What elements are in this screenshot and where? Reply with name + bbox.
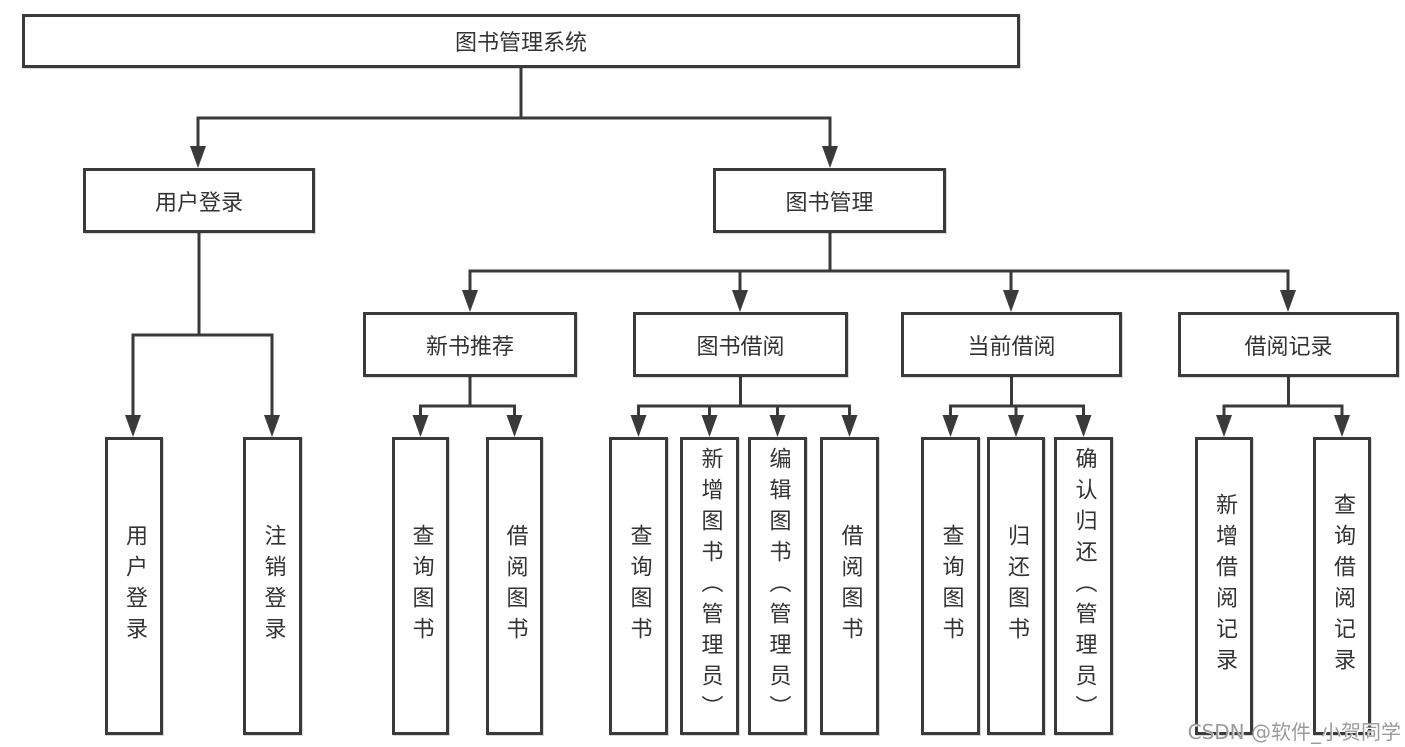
leaf-return-book: 归还图书 [987, 437, 1045, 735]
leaf-query-book-2-label: 查询图书 [626, 524, 652, 648]
arrowhead [1216, 415, 1232, 437]
leaf-query-borrow-record-label: 查询借阅记录 [1330, 493, 1355, 679]
arrowhead [1075, 415, 1092, 437]
arrowhead [506, 415, 523, 437]
leaf-add-borrow-record-label: 新增借阅记录 [1212, 493, 1237, 679]
leaf-add-book-admin-label: 新增图书（管理员） [697, 446, 723, 726]
node-book-borrow: 图书借阅 [633, 312, 848, 377]
leaf-add-borrow-record: 新增借阅记录 [1195, 437, 1253, 735]
node-root-label: 图书管理系统 [454, 31, 587, 56]
arrowhead [412, 415, 429, 437]
edge-borrow-records-split [1222, 377, 1344, 416]
csdn-watermark: CSDN @软件_小贺同学 [1187, 720, 1401, 744]
leaf-logout: 注销登录 [243, 437, 302, 735]
arrowhead [462, 290, 478, 312]
edge-root-to-level2 [196, 68, 832, 147]
node-root-system: 图书管理系统 [22, 14, 1020, 68]
edge-current-borrow-split [949, 377, 1085, 416]
node-book-management: 图书管理 [713, 168, 946, 233]
leaf-query-book-3: 查询图书 [921, 437, 980, 735]
leaf-confirm-return-admin-label: 确认归还（管理员） [1071, 446, 1097, 726]
node-new-book-recommend: 新书推荐 [363, 312, 577, 377]
arrowhead [942, 415, 959, 437]
arrowhead [1334, 415, 1350, 437]
node-book-borrow-label: 图书借阅 [696, 334, 785, 360]
arrowhead [1280, 290, 1296, 312]
leaf-query-book-2: 查询图书 [609, 437, 668, 735]
arrowhead [701, 415, 718, 437]
node-borrow-records: 借阅记录 [1178, 312, 1399, 377]
leaf-query-book-3-label: 查询图书 [938, 524, 964, 648]
node-user-login-label: 用户登录 [154, 190, 243, 216]
arrowhead [822, 146, 838, 168]
leaf-borrow-book-1-label: 借阅图书 [502, 524, 528, 648]
leaf-user-login-label: 用户登录 [122, 524, 147, 648]
node-book-management-label: 图书管理 [785, 190, 874, 216]
arrowhead [841, 415, 858, 437]
arrowhead [630, 415, 647, 437]
edge-new-book-split [419, 375, 516, 416]
arrowhead [264, 415, 280, 437]
edge-book-borrow-split [637, 377, 851, 416]
arrowhead [1003, 290, 1019, 312]
leaf-edit-book-admin-label: 编辑图书（管理员） [765, 446, 791, 726]
leaf-borrow-book-2: 借阅图书 [820, 437, 879, 735]
leaf-query-book-1: 查询图书 [392, 437, 449, 735]
leaf-add-book-admin: 新增图书（管理员） [680, 437, 739, 735]
leaf-borrow-book-2-label: 借阅图书 [837, 524, 863, 648]
leaf-confirm-return-admin: 确认归还（管理员） [1054, 437, 1113, 735]
node-borrow-records-label: 借阅记录 [1244, 334, 1333, 360]
arrowhead [732, 290, 748, 312]
arrowhead [125, 415, 141, 437]
edge-user-login-split [131, 233, 274, 416]
arrowhead [769, 415, 786, 437]
edge-book-mgmt-split [468, 232, 1290, 291]
node-new-book-recommend-label: 新书推荐 [425, 334, 514, 360]
node-current-borrow-label: 当前借阅 [967, 334, 1056, 360]
node-current-borrow: 当前借阅 [901, 312, 1122, 377]
leaf-edit-book-admin: 编辑图书（管理员） [748, 437, 807, 735]
node-user-login: 用户登录 [83, 168, 315, 233]
leaf-query-borrow-record: 查询借阅记录 [1313, 437, 1371, 735]
arrowhead [1008, 415, 1024, 437]
leaf-user-login: 用户登录 [105, 437, 163, 735]
leaf-logout-label: 注销登录 [260, 524, 286, 648]
arrowhead [190, 146, 206, 168]
leaf-return-book-label: 归还图书 [1004, 524, 1029, 648]
leaf-borrow-book-1: 借阅图书 [486, 437, 543, 735]
leaf-query-book-1-label: 查询图书 [408, 524, 434, 648]
